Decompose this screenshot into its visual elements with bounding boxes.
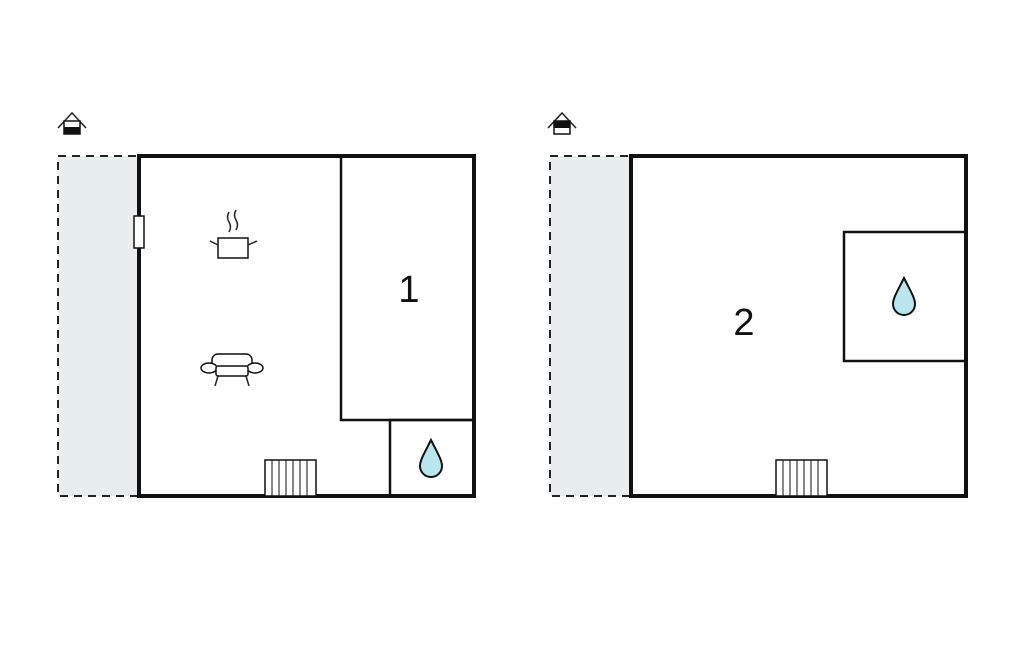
bathroom-outline xyxy=(388,418,476,498)
terrace-area xyxy=(57,155,139,497)
water-drop-icon xyxy=(891,275,917,316)
stairs-icon xyxy=(264,459,317,497)
floor-plan-1: 1 xyxy=(57,111,476,498)
door-icon xyxy=(133,215,145,249)
room-label-2: 2 xyxy=(733,302,754,344)
cooking-pot-icon xyxy=(209,209,258,259)
outer-wall xyxy=(137,154,476,498)
room-label-1: 1 xyxy=(398,269,419,311)
stairs-icon xyxy=(775,459,828,497)
sofa-icon xyxy=(200,353,264,387)
outer-wall xyxy=(629,154,968,498)
floor-plan-2: 2 xyxy=(547,111,968,498)
level-upper-icon xyxy=(547,111,577,135)
level-ground-icon xyxy=(57,111,87,135)
terrace-area xyxy=(549,155,631,497)
bathroom-outline xyxy=(842,230,968,363)
water-drop-icon xyxy=(418,437,444,478)
